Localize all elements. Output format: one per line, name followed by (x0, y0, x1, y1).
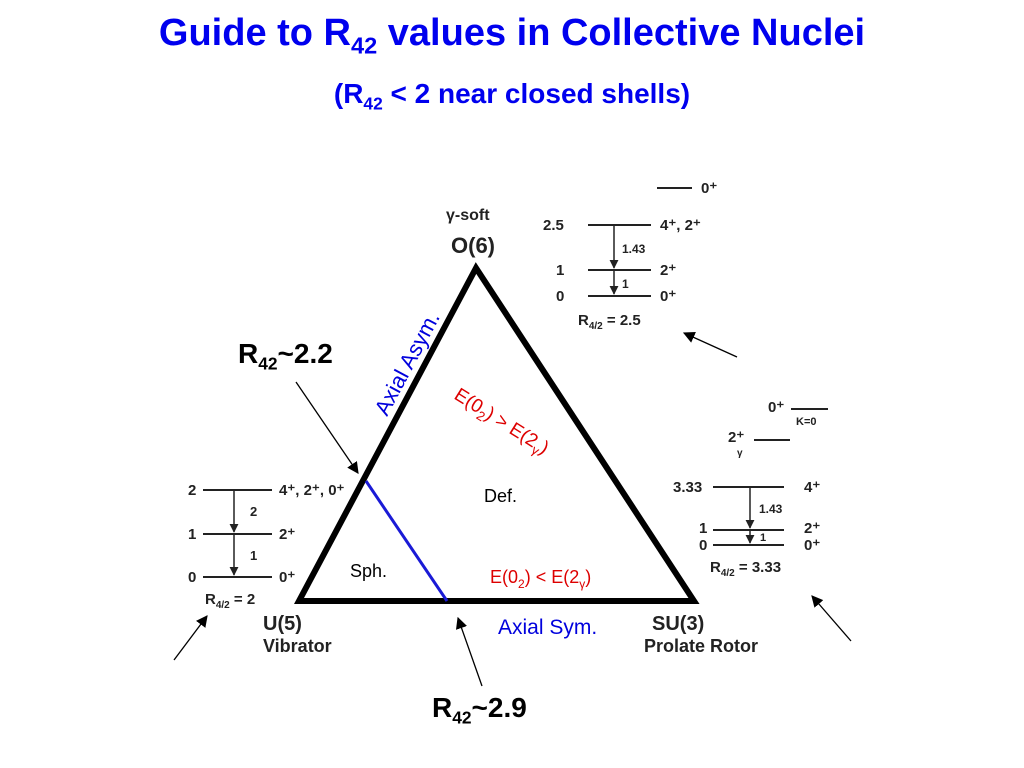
svg-text:1: 1 (760, 532, 766, 544)
o6-level-scheme: 0⁺ 2.5 1 0 4⁺, 2⁺ 2⁺ 0⁺ 1.43 1 R4/2 = 2.… (543, 180, 717, 332)
svg-text:0⁺: 0⁺ (768, 399, 784, 416)
arrow-o6 (682, 332, 738, 358)
page-title: Guide to R42 values in Collective Nuclei (158, 12, 866, 59)
def-label: Def. (484, 486, 517, 506)
arrow-r29 (455, 616, 483, 687)
svg-text:0⁺: 0⁺ (804, 537, 820, 554)
r42-2-2-label: R42~2.2 (238, 338, 333, 374)
svg-text:1: 1 (622, 277, 629, 291)
svg-text:1: 1 (250, 548, 257, 563)
svg-text:1: 1 (556, 262, 564, 279)
su3-label: SU(3) (652, 613, 704, 635)
svg-text:γ: γ (737, 448, 743, 459)
svg-text:0⁺: 0⁺ (279, 569, 295, 586)
svg-text:2⁺: 2⁺ (728, 429, 744, 446)
svg-text:0: 0 (188, 569, 196, 586)
svg-text:R4/2 = 3.33: R4/2 = 3.33 (710, 559, 781, 579)
page-subtitle: (R42 < 2 near closed shells) (333, 78, 691, 114)
svg-text:0⁺: 0⁺ (701, 180, 717, 197)
svg-text:2.5: 2.5 (543, 217, 564, 234)
svg-text:2⁺: 2⁺ (660, 262, 676, 279)
svg-text:0: 0 (556, 288, 564, 305)
svg-text:1.43: 1.43 (759, 502, 783, 516)
svg-text:1.43: 1.43 (622, 242, 646, 256)
svg-text:4⁺, 2⁺, 0⁺: 4⁺, 2⁺, 0⁺ (279, 482, 345, 499)
svg-text:0: 0 (699, 537, 707, 554)
vibrator-label: Vibrator (263, 636, 332, 656)
svg-text:R4/2 = 2.5: R4/2 = 2.5 (578, 312, 641, 332)
svg-text:2⁺: 2⁺ (804, 520, 820, 537)
symmetry-triangle (294, 262, 700, 604)
arrow-r22 (295, 381, 359, 474)
svg-text:1: 1 (188, 526, 196, 543)
arrow-u5 (173, 615, 208, 661)
svg-text:0⁺: 0⁺ (660, 288, 676, 305)
sph-label: Sph. (350, 561, 387, 581)
arrow-su3 (811, 595, 852, 642)
svg-text:R4/2 = 2: R4/2 = 2 (205, 591, 255, 611)
cond-upper-label: E(02) > E(2γ) (449, 384, 553, 461)
svg-text:K=0: K=0 (796, 416, 817, 428)
r42-2-9-label: R42~2.9 (432, 692, 527, 728)
gamma-soft-label: γ-soft (446, 207, 490, 224)
svg-text:3.33: 3.33 (673, 479, 702, 496)
o6-label: O(6) (451, 233, 495, 258)
svg-text:4⁺, 2⁺: 4⁺, 2⁺ (660, 217, 701, 234)
svg-text:4⁺: 4⁺ (804, 479, 820, 496)
cond-lower-label: E(02) < E(2γ) (490, 567, 591, 591)
su3-level-scheme: 0⁺ K=0 2⁺ γ 3.33 1 0 4⁺ 2⁺ 0⁺ 1.43 1 R4/… (673, 399, 828, 579)
svg-text:2⁺: 2⁺ (279, 526, 295, 543)
phase-boundary-line (364, 480, 449, 602)
svg-text:1: 1 (699, 520, 707, 537)
axial-sym-label: Axial Sym. (498, 616, 597, 639)
u5-level-scheme: 2 1 0 4⁺, 2⁺, 0⁺ 2⁺ 0⁺ 2 1 R4/2 = 2 (188, 482, 345, 611)
prolate-rotor-label: Prolate Rotor (644, 636, 758, 656)
u5-label: U(5) (263, 613, 302, 635)
svg-text:2: 2 (250, 504, 257, 519)
svg-text:2: 2 (188, 482, 196, 499)
